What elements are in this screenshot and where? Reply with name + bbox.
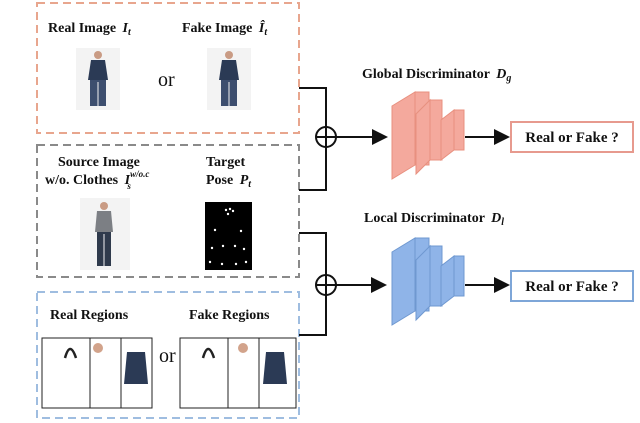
regions-box	[36, 291, 300, 419]
top-or-text: or	[158, 69, 175, 91]
global-connector	[299, 87, 388, 191]
local-output-text: Real or Fake ?	[525, 279, 618, 295]
face-region	[93, 343, 103, 353]
shirt-region	[124, 352, 148, 384]
real-regions-label: Real Regions	[50, 308, 129, 323]
hair-region	[63, 347, 78, 359]
local-discriminator-block	[391, 237, 465, 326]
real-image-label: Real Image It	[48, 21, 132, 38]
local-sum-node	[315, 274, 337, 296]
fake-regions-label: Fake Regions	[189, 308, 270, 323]
face-region	[238, 343, 248, 353]
target-label-line1: Target	[206, 155, 245, 170]
local-connector	[299, 232, 387, 336]
global-sum-node	[315, 126, 337, 148]
local-discriminator-label: Local Discriminator Dl	[364, 211, 504, 228]
target-label-line2: Pose Pt	[206, 173, 252, 190]
hair-region	[201, 347, 216, 359]
global-discriminator-label: Global Discriminator Dg	[362, 67, 511, 84]
fake-image-photo	[207, 48, 251, 110]
target-pose-map	[205, 202, 252, 270]
global-discriminator-block	[391, 91, 465, 180]
source-image-label-line1: Source Image	[58, 155, 140, 170]
fake-image-label: Fake Image Ît	[182, 19, 268, 38]
real-regions-strip	[41, 337, 153, 409]
local-output-box	[510, 270, 634, 302]
real-fake-image-box	[36, 2, 300, 134]
global-output-box	[510, 121, 634, 153]
source-pose-box	[36, 144, 300, 278]
real-image-photo	[76, 48, 120, 110]
fake-regions-strip	[179, 337, 297, 409]
bottom-or-text: or	[159, 345, 176, 367]
shirt-region	[263, 352, 287, 384]
global-output-text: Real or Fake ?	[525, 130, 618, 146]
source-image-photo	[80, 198, 130, 270]
